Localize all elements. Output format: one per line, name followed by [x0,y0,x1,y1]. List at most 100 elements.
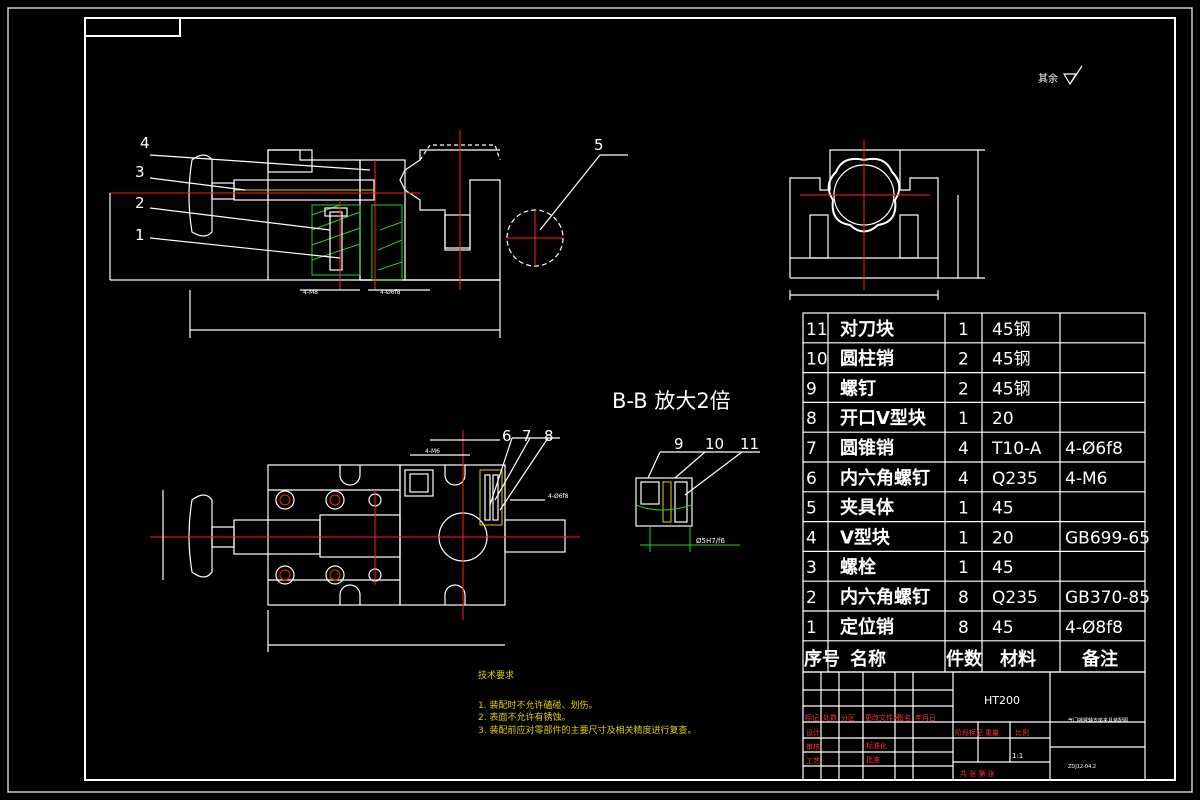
title-block [802,671,1146,781]
roughness-label: 其余 [1038,72,1058,85]
bom-header-note: 备注 [1081,648,1118,670]
balloon-11: 11 [740,435,759,453]
inner-frame [84,17,1176,781]
bom-qty: 1 [958,499,969,519]
bom-no: 7 [806,439,817,459]
scale-cell: 1:1 [1012,752,1023,760]
top-view [150,430,580,652]
bom-qty: 4 [958,439,969,459]
tb-role-label: 审核 [806,742,820,751]
outer-border [7,7,1193,793]
balloon-6: 6 [502,427,512,445]
bom-note: 4-M6 [1065,469,1107,489]
balloon-3: 3 [135,163,145,181]
balloon-2: 2 [135,194,145,212]
tech-req-3: 3. 装配前应对零部件的主要尺寸及相关精度进行复查。 [478,724,696,736]
bom-no: 5 [806,499,817,519]
tech-req-1: 1. 装配时不允许磕碰、划伤。 [478,699,597,711]
title-block-labels: 标记处数分区更改文件号签名年月日设计审核工艺标准化批准阶段标记重量比例 [805,713,1029,765]
tb-role-label: 设计 [806,728,820,737]
bom-no: 4 [806,528,817,548]
bom-note: GB370-85 [1065,588,1150,608]
bom-no: 10 [806,350,828,370]
tech-req-title: 技术要求 [478,669,514,681]
bom-qty: 1 [958,320,969,340]
tb-row-label: 签名 [897,713,911,722]
bom-no: 2 [806,588,817,608]
tech-req-2: 2. 表面不允许有锈蚀。 [478,711,570,723]
bom-name: 螺钉 [840,377,876,399]
bom-material: Q235 [992,469,1038,489]
drawing-number: ZDJ12-04.2 [1068,764,1096,770]
bom-qty: 1 [958,558,969,578]
bom-header-qty: 件数 [946,648,983,670]
bom-no: 9 [806,379,817,399]
bom-no: 3 [806,558,817,578]
top-pin-dim: 4-Ø6f8 [548,493,569,500]
sheet-cell: 共 张 第 张 [960,769,995,778]
roughness-symbol-icon [1062,65,1083,86]
bom-qty: 2 [958,379,969,399]
bom-name: 对刀块 [840,318,895,340]
tb-stage-label: 重量 [985,729,999,737]
tb-row-label: 更改文件号 [865,713,900,722]
bom-name: 定位销 [840,616,894,638]
tb-stage-label: 阶段标记 [955,728,983,737]
corner-code-box [84,17,181,37]
detail-bb [635,451,760,552]
side-view [789,140,985,300]
bom-header-no: 序号 [804,648,840,670]
front-pin-dim: 4-Ø6f8 [380,289,401,296]
bom-no: 11 [806,320,828,340]
tb-std-label: 批准 [866,755,880,764]
bom-name: 螺栓 [840,556,876,578]
balloon-4: 4 [140,134,150,152]
bom-name: 内六角螺钉 [840,467,930,489]
balloon-1: 1 [135,226,145,244]
tb-row-label: 处数 [823,713,837,722]
bom-no: 6 [806,469,817,489]
tb-std-label: 标准化 [866,741,887,750]
bom-material: 20 [992,409,1014,429]
bom-qty: 4 [958,469,969,489]
balloon-10: 10 [705,435,724,453]
bom-qty: 8 [958,618,969,638]
bom-material: 45钢 [992,379,1031,399]
section-title: B-B 放大2倍 [612,389,731,413]
tb-row-label: 分区 [841,713,855,722]
bom-material: 45 [992,618,1014,638]
part-name: 气门摇臂轴支座夹具装配图 [1068,717,1128,724]
tb-row-label: 标记 [805,713,819,722]
bom-name: 夹具体 [840,497,895,519]
bom-name: 圆锥销 [840,437,894,459]
tb-row-label: 年月日 [915,713,936,722]
bom-qty: 2 [958,350,969,370]
bom-qty: 1 [958,528,969,548]
balloon-9: 9 [674,435,684,453]
material-cell: HT200 [984,694,1020,707]
bom-material: 20 [992,528,1014,548]
bom-no: 8 [806,409,817,429]
bom-material: 45钢 [992,320,1031,340]
balloon-7: 7 [522,427,532,445]
detail-fit-dim: Ø5H7/f6 [696,537,726,545]
bom-note: 4-Ø6f8 [1065,439,1123,459]
bom-name: 开口V型块 [840,407,927,429]
tb-role-label: 工艺 [806,757,820,765]
bom-note: 4-Ø8f8 [1065,618,1123,638]
balloon-5: 5 [594,136,604,154]
bom-qty: 8 [958,588,969,608]
front-view [109,130,628,338]
bom-qty: 1 [958,409,969,429]
bom-header-material: 材料 [1000,648,1036,670]
top-tap-dim: 4-M6 [425,448,440,455]
bom-header-name: 名称 [850,648,886,670]
bom-material: Q235 [992,588,1038,608]
bom-name: V型块 [840,526,891,548]
bom-material: 45钢 [992,350,1031,370]
bom-material: T10-A [991,439,1042,459]
bom-material: 45 [992,558,1014,578]
balloon-8: 8 [544,427,554,445]
